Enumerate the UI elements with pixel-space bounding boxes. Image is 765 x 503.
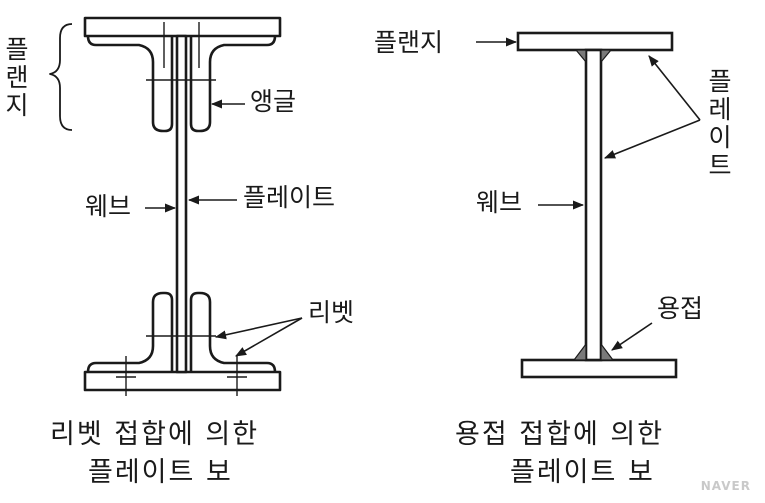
right-web-plate [584, 48, 603, 362]
welded-girder [476, 31, 701, 379]
right-bottom-flange-plate [520, 358, 678, 379]
right-weld-label: 용접 [657, 294, 704, 323]
right-caption-line1: 용접 접합에 의한 [455, 419, 665, 450]
right-leaders [476, 37, 701, 351]
left-bottom-angle-left [86, 291, 174, 373]
left-rivet-label: 리벳 [308, 298, 355, 327]
left-top-angle-right [189, 35, 277, 133]
left-bottom-flange-plate [83, 370, 282, 392]
left-web-label: 웨브 [85, 192, 132, 221]
right-top-flange-plate [516, 31, 674, 52]
right-plate-label: 플레이트 [708, 67, 732, 180]
left-plate-label: 플레이트 [243, 183, 336, 212]
right-flange-label: 플랜지 [374, 28, 444, 57]
left-top-angle-left [86, 35, 174, 133]
right-caption-line2: 플레이트 보 [510, 457, 655, 488]
left-flange-brace [49, 23, 73, 131]
left-caption-line2: 플레이트 보 [88, 457, 233, 488]
riveted-girder [49, 16, 303, 396]
right-welds [572, 49, 615, 361]
left-top-flange-plate [83, 16, 282, 38]
left-angle-label: 앵글 [250, 87, 297, 116]
left-rivet-lines [116, 22, 247, 396]
right-web-label: 웨브 [476, 188, 523, 217]
left-caption-line1: 리벳 접합에 의한 [50, 419, 260, 450]
naver-watermark: NAVER [700, 479, 751, 493]
left-bottom-angle-right [189, 291, 277, 373]
left-flange-label: 플랜지 [5, 35, 29, 120]
left-leaders [145, 99, 303, 357]
left-web-plate [175, 34, 188, 374]
